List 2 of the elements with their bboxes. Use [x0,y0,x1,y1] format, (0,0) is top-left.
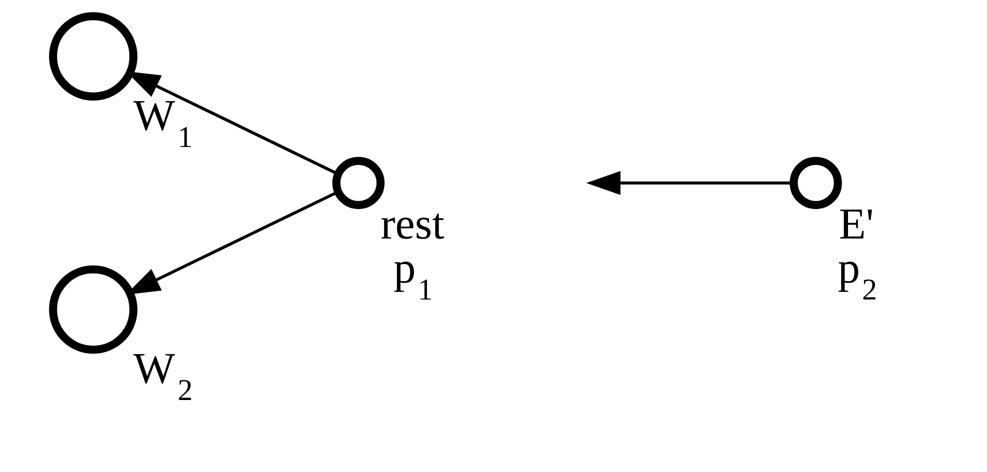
node-label: W$_{2}$ [133,344,193,408]
node-label: W$_{1}$ [133,90,193,154]
